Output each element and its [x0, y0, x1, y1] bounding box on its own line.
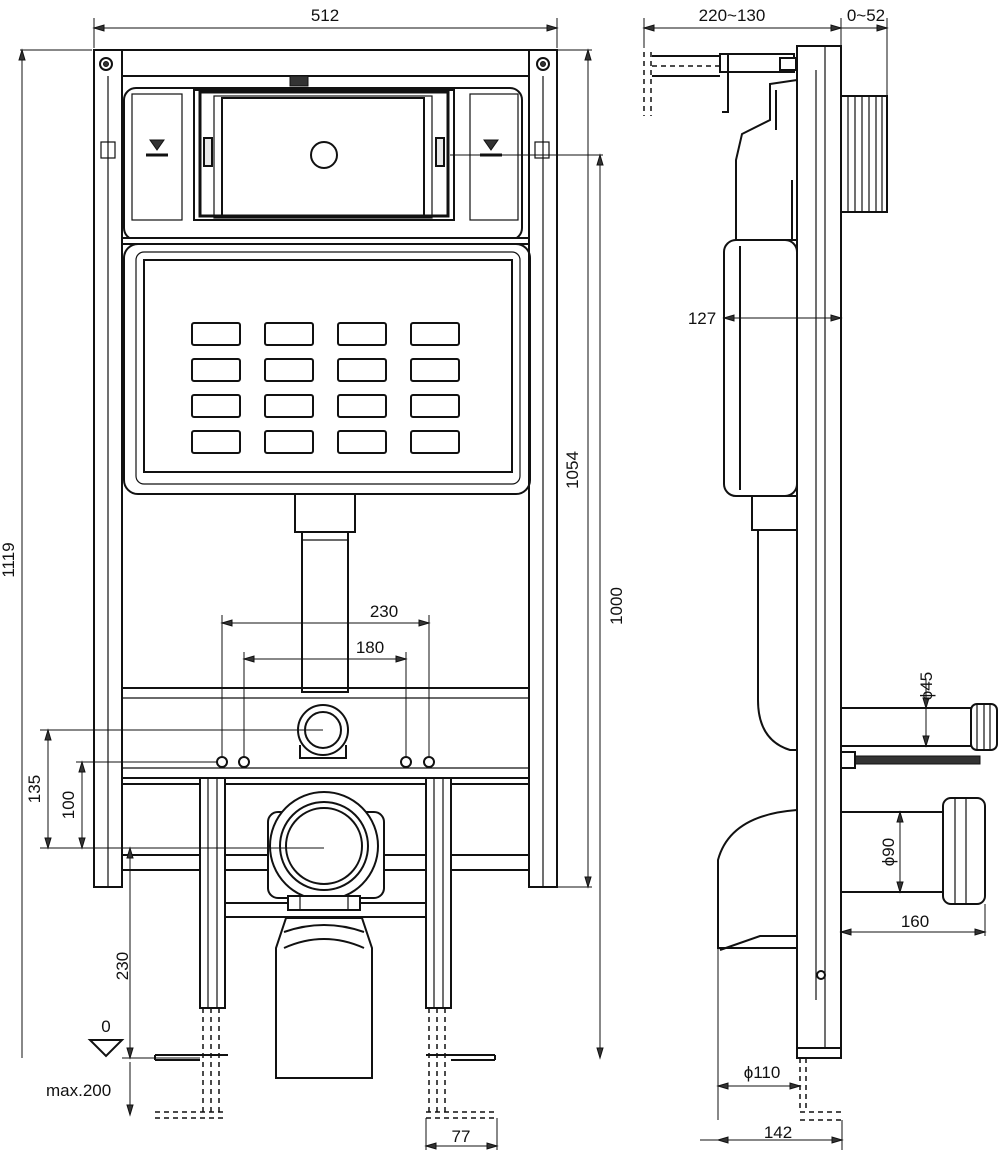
- top-crossbar: [93, 49, 558, 77]
- side-tank: [723, 239, 798, 497]
- mounting-hole: [238, 756, 250, 768]
- dim-base-depth: 142: [764, 1123, 792, 1142]
- dim-height-230: 230: [113, 952, 132, 980]
- mounting-hole: [400, 756, 412, 768]
- dim-offset: 0~52: [847, 6, 885, 25]
- arrow-down-icon: [149, 139, 165, 151]
- cistern-tank: [123, 243, 531, 495]
- dim-spacing-180: 180: [356, 638, 384, 657]
- dim-spacing-230: 230: [370, 602, 398, 621]
- dim-tank-depth: 127: [688, 309, 716, 328]
- dim-height-1054: 1054: [563, 451, 582, 489]
- front-view: 512 1119 1054 1000 230 180: [0, 6, 626, 1150]
- dim-height-1000: 1000: [607, 587, 626, 625]
- corner-bolt: [536, 57, 550, 71]
- dim-depth-range: 220~130: [699, 6, 766, 25]
- dim-outlet-length: 160: [901, 912, 929, 931]
- mounting-hole: [423, 756, 435, 768]
- dim-foot-77: 77: [452, 1127, 471, 1146]
- side-flush-pipe: [757, 529, 798, 751]
- dim-height-1119: 1119: [0, 542, 18, 577]
- flush-pipe: [294, 493, 356, 533]
- floor-zero-label: 0: [101, 1017, 110, 1036]
- flush-valve-hole: [310, 141, 338, 169]
- side-cistern: [735, 78, 798, 241]
- middle-crossbar: [121, 687, 530, 779]
- max-height-label: max.200: [46, 1081, 111, 1100]
- left-leg: [199, 777, 226, 1009]
- side-view: 220~130 0~52 127 ϕ45 ϕ90 160 ϕ110: [642, 6, 998, 1150]
- wall-bracket: [643, 52, 797, 116]
- dim-width-512: 512: [311, 6, 339, 25]
- waste-outlet: [267, 791, 385, 911]
- dim-pipe-90: ϕ90: [879, 838, 898, 866]
- side-wall-plate: [840, 95, 888, 213]
- right-leg: [425, 777, 452, 1009]
- arrow-down-icon: [483, 139, 499, 151]
- corner-bolt: [99, 57, 113, 71]
- flush-connector-45: [840, 703, 998, 751]
- side-upright: [796, 45, 842, 1055]
- dim-pipe-110: ϕ110: [744, 1063, 781, 1082]
- dim-pipe-45: ϕ45: [917, 672, 936, 700]
- drain-bend: [275, 917, 373, 1079]
- waste-connector-90: [840, 797, 986, 905]
- dim-height-135: 135: [25, 775, 44, 803]
- dim-height-100: 100: [59, 791, 78, 819]
- tank-grid: [191, 322, 460, 454]
- side-drain-bend: [717, 808, 798, 949]
- floor-level-icon: [87, 1039, 125, 1058]
- mounting-hole: [216, 756, 228, 768]
